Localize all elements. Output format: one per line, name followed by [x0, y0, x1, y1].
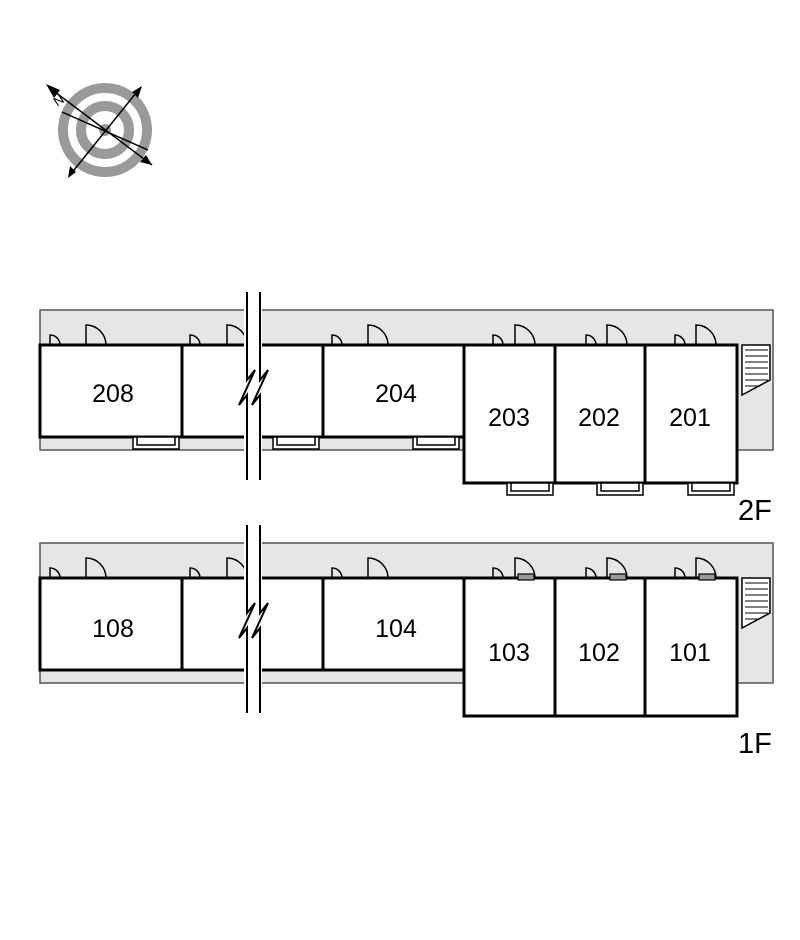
unit-201: 201 [643, 324, 739, 496]
unit-202: 202 [553, 324, 647, 496]
unit-label: 202 [578, 404, 620, 432]
unit-103: 103 [462, 557, 557, 718]
floor-1f: 108 104 103 [38, 525, 774, 760]
stairs-icon [741, 577, 771, 630]
floor-label-2f: 2F [738, 495, 772, 527]
floor-label-1f: 1F [738, 728, 772, 760]
compass-rose-icon: N [46, 83, 153, 178]
unit-label: 204 [375, 380, 417, 408]
stairs-icon [741, 344, 771, 397]
unit-label: 208 [92, 380, 134, 408]
unit-102: 102 [553, 557, 647, 718]
floor-2f: 208 204 203 [38, 292, 774, 527]
unit-204: 204 [321, 324, 466, 450]
unit-label: 103 [488, 639, 530, 667]
break-line [238, 525, 269, 713]
unit-104: 104 [321, 557, 466, 672]
unit-label: 102 [578, 639, 620, 667]
unit-label: 201 [669, 404, 711, 432]
unit-label: 104 [375, 615, 417, 643]
break-line [238, 292, 269, 480]
unit-label: 203 [488, 404, 530, 432]
unit-label: 101 [669, 639, 711, 667]
unit-label: 108 [92, 615, 134, 643]
unit-208: 208 [38, 324, 184, 450]
unit-203: 203 [462, 324, 557, 496]
unit-101: 101 [643, 557, 739, 718]
